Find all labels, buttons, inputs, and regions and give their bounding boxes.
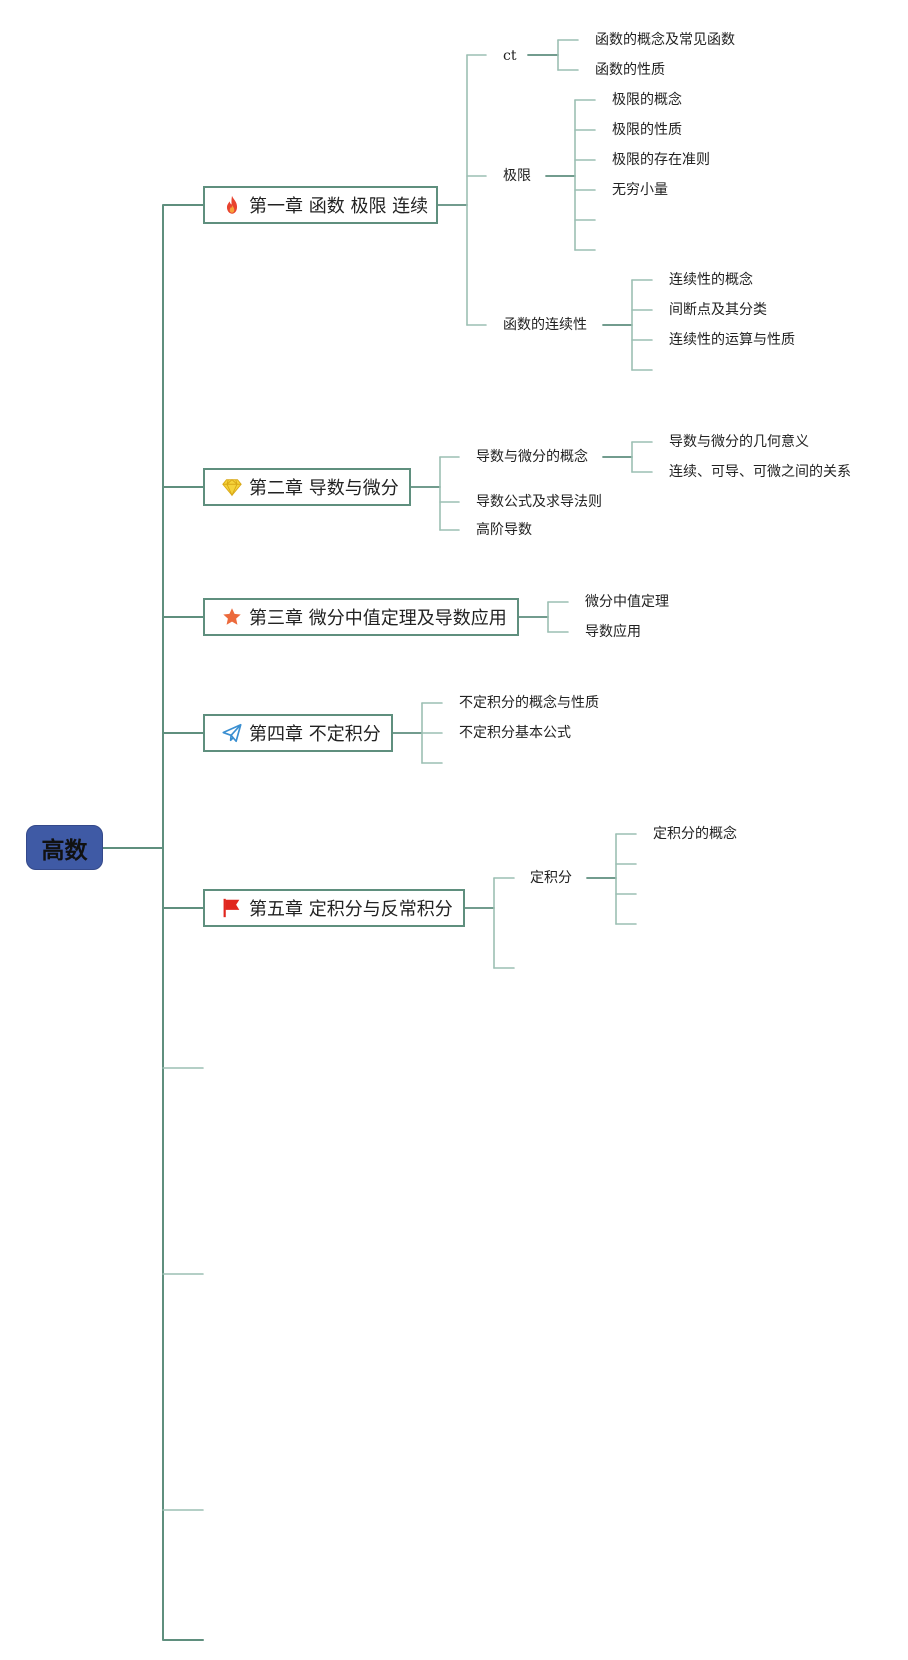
root-node[interactable]: 高数	[26, 825, 103, 870]
fire-icon	[221, 194, 243, 216]
chapter-5-node[interactable]: 第五章 定积分与反常积分	[203, 889, 465, 927]
topic-indefinite-concept[interactable]: 不定积分的概念与性质	[459, 695, 599, 711]
defint-child-1[interactable]: 定积分的概念	[653, 826, 737, 842]
chapter-3-node[interactable]: 第三章 微分中值定理及导数应用	[203, 598, 519, 636]
topic-indefinite-formula[interactable]: 不定积分基本公式	[459, 725, 571, 741]
topic-derivative-concept[interactable]: 导数与微分的概念	[476, 449, 588, 465]
continuity-child-3[interactable]: 连续性的运算与性质	[669, 332, 795, 348]
ct-child-1[interactable]: 函数的概念及常见函数	[595, 32, 735, 48]
continuity-child-1[interactable]: 连续性的概念	[669, 272, 753, 288]
paper-plane-icon	[221, 722, 243, 744]
topic-derivative-apps[interactable]: 导数应用	[585, 624, 641, 640]
chapter-3-label: 第三章 微分中值定理及导数应用	[249, 608, 507, 629]
continuity-child-2[interactable]: 间断点及其分类	[669, 302, 767, 318]
root-label: 高数	[41, 837, 88, 864]
deriv-child-1[interactable]: 导数与微分的几何意义	[669, 434, 809, 450]
limit-child-3[interactable]: 极限的存在准则	[612, 152, 710, 168]
chapter-2-label: 第二章 导数与微分	[249, 478, 399, 499]
diamond-icon	[221, 476, 243, 498]
topic-continuity[interactable]: 函数的连续性	[503, 317, 587, 333]
limit-child-2[interactable]: 极限的性质	[612, 122, 682, 138]
topic-derivative-rules[interactable]: 导数公式及求导法则	[476, 494, 602, 510]
topic-ct[interactable]: ct	[503, 48, 517, 64]
ct-child-2[interactable]: 函数的性质	[595, 62, 665, 78]
chapter-1-node[interactable]: 第一章 函数 极限 连续	[203, 186, 438, 224]
topic-higher-derivative[interactable]: 高阶导数	[476, 522, 532, 538]
limit-child-4[interactable]: 无穷小量	[612, 182, 668, 198]
flag-icon	[221, 897, 243, 919]
chapter-2-node[interactable]: 第二章 导数与微分	[203, 468, 411, 506]
topic-limit[interactable]: 极限	[503, 168, 531, 184]
deriv-child-2[interactable]: 连续、可导、可微之间的关系	[669, 464, 851, 480]
star-icon	[221, 606, 243, 628]
trunk-lower	[162, 847, 204, 1641]
topic-mean-value[interactable]: 微分中值定理	[585, 594, 669, 610]
trunk-upper	[162, 204, 204, 849]
limit-child-1[interactable]: 极限的概念	[612, 92, 682, 108]
chapter-4-node[interactable]: 第四章 不定积分	[203, 714, 393, 752]
chapter-4-label: 第四章 不定积分	[249, 724, 381, 745]
topic-definite-integral[interactable]: 定积分	[530, 870, 572, 886]
chapter-5-label: 第五章 定积分与反常积分	[249, 899, 453, 920]
chapter-1-label: 第一章 函数 极限 连续	[249, 196, 429, 217]
